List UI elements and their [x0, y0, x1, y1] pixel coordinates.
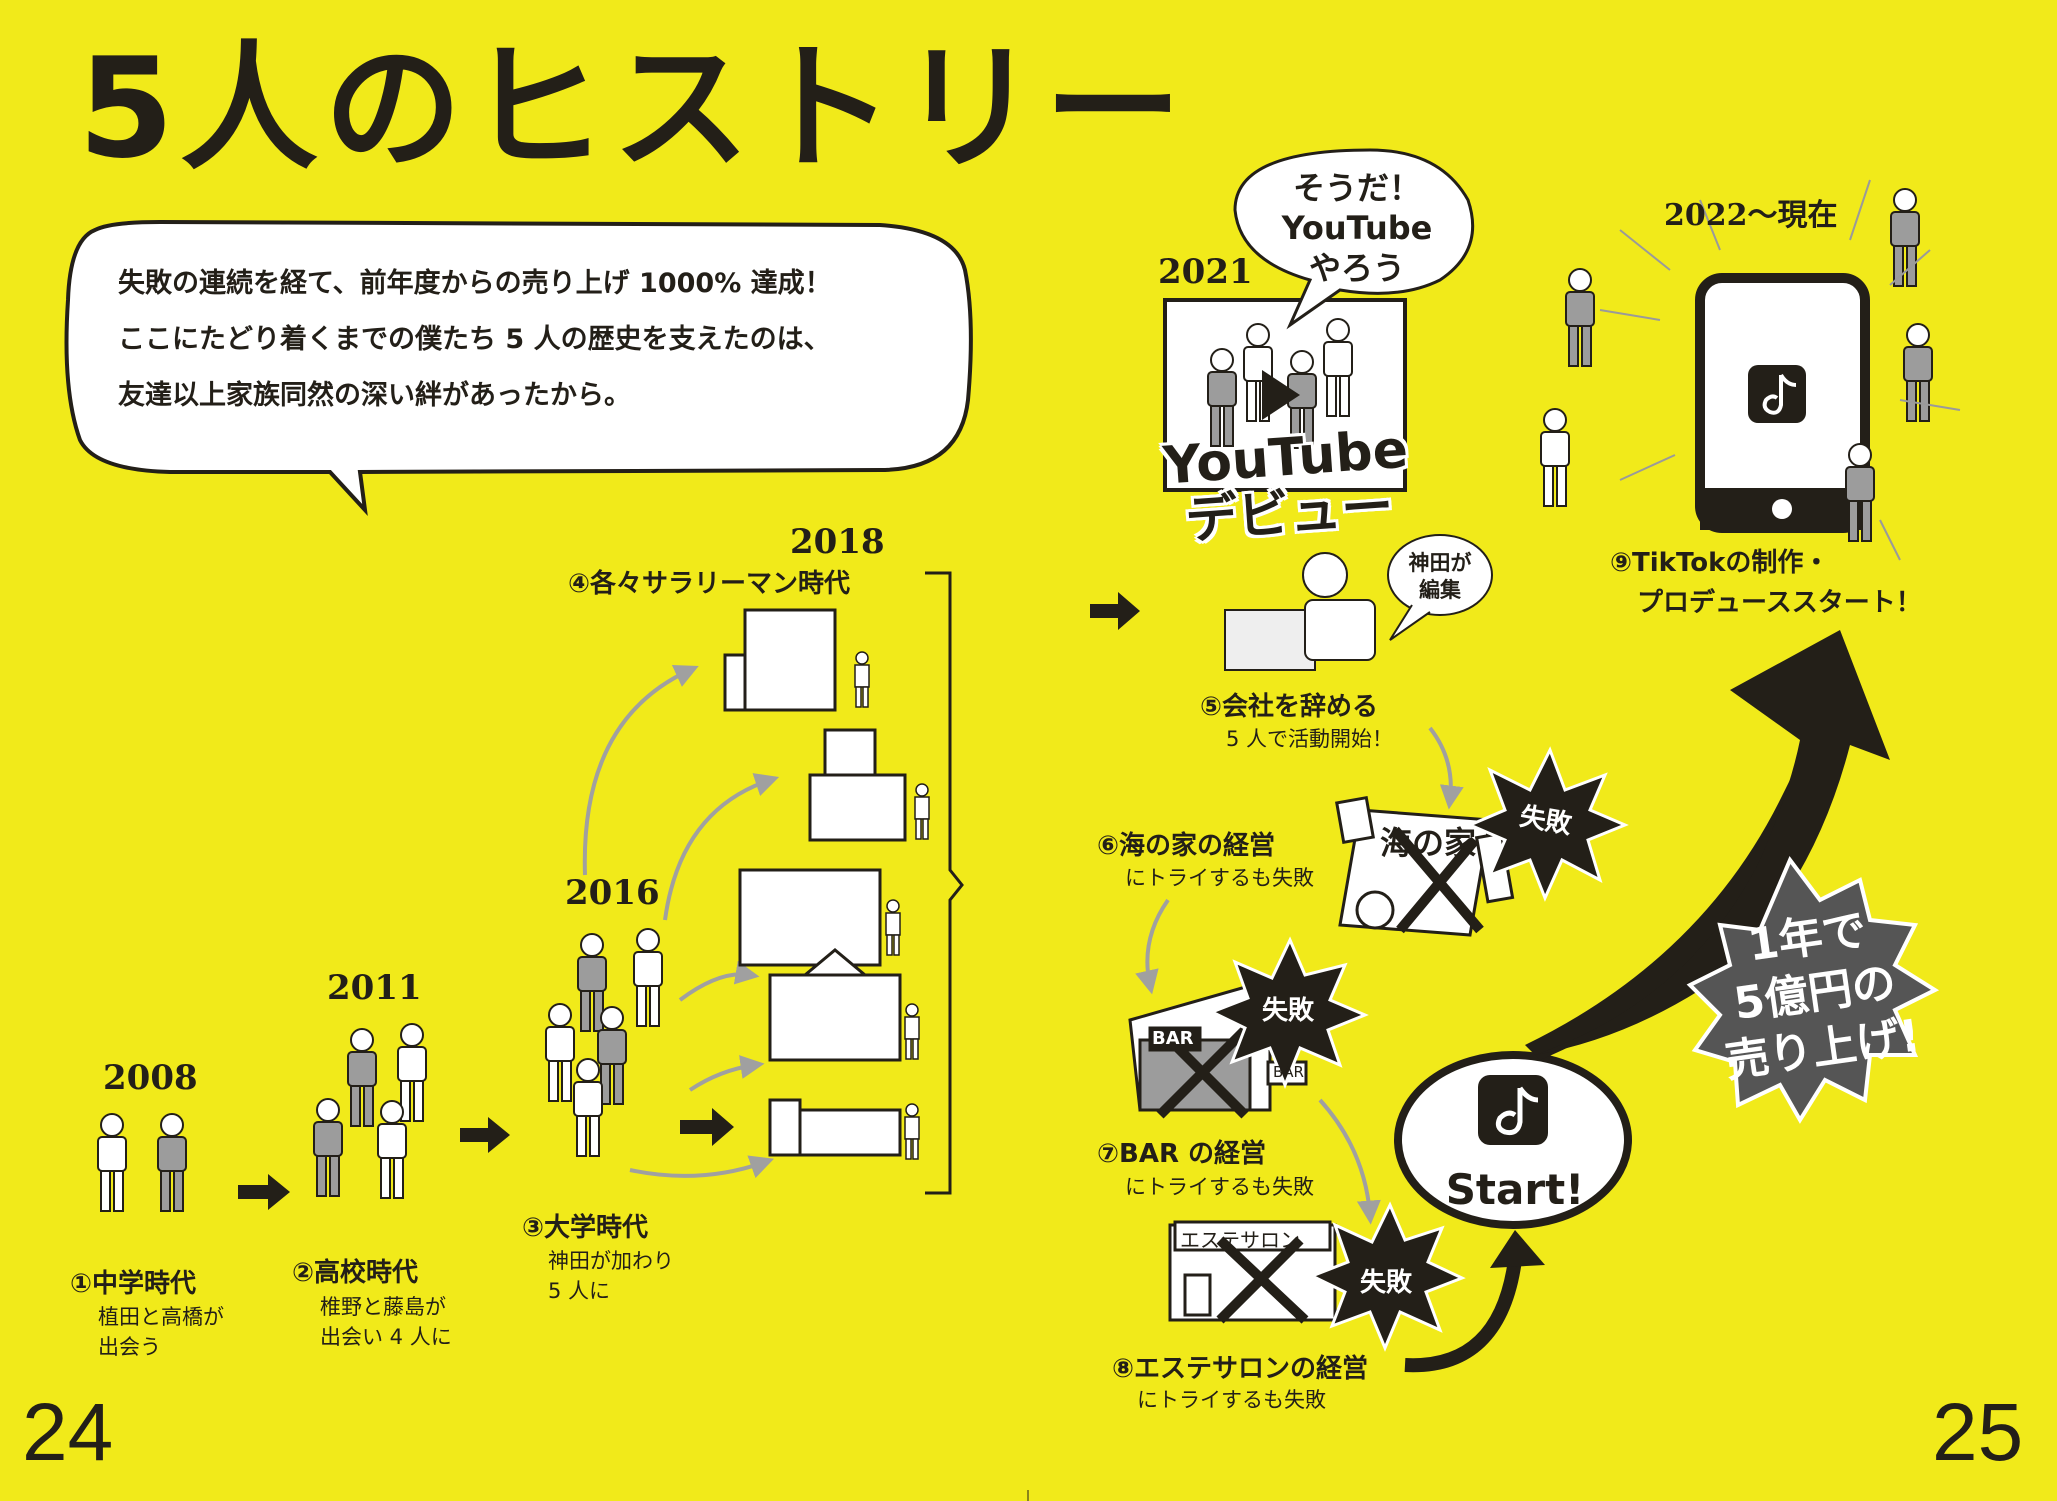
start-label: Start!	[1445, 1165, 1585, 1214]
arrow-1	[238, 1174, 290, 1210]
bar-small-sign: BAR	[1273, 1063, 1304, 1081]
stage5-note1: 5 人で活動開始！	[1226, 727, 1394, 751]
tiktok-rays	[1599, 179, 1961, 561]
intro-bubble	[64, 219, 973, 516]
stage8-label: ⑧エステサロンの経営	[1112, 1354, 1369, 1384]
arrow-2	[482, 1117, 510, 1153]
bar-sign: BAR	[1152, 1028, 1194, 1049]
gray-arrows	[582, 665, 780, 1179]
sales-burst	[1686, 856, 1940, 1124]
stage3-label: ③大学時代	[522, 1213, 649, 1243]
kanda-line-2: 編集	[1419, 578, 1461, 602]
stage3-note2: 5 人に	[548, 1279, 611, 1303]
play-icon	[1262, 370, 1300, 420]
stage2-note2: 出会い 4 人に	[320, 1325, 452, 1349]
kanda-edit-bubble-text: 神田が 編集	[1400, 550, 1480, 604]
stage9-label-2: プロデューススタート！	[1637, 588, 1922, 618]
intro-line-2: ここにたどり着くまでの僕たち 5 人の歴史を支えたのは、	[118, 324, 831, 355]
sales-burst-text: 1年で 5億円の 売り上げ!	[1699, 896, 1930, 1092]
stage6-note1: にトライするも失敗	[1125, 866, 1314, 890]
phone-tiktok-logo	[1748, 365, 1806, 423]
stage2-label: ②高校時代	[292, 1258, 419, 1288]
x-mark-1	[1391, 826, 1484, 934]
stage9-label-1: ⑨TikTokの制作・	[1610, 548, 1830, 578]
stage3-people	[545, 928, 663, 1157]
year-2021: 2021	[1158, 252, 1253, 292]
stage2-note1: 椎野と藤島が	[320, 1295, 446, 1319]
stage5-label: ⑤会社を辞める	[1200, 692, 1379, 722]
x-mark-3	[1216, 1236, 1309, 1324]
youtube-speech-bubble	[1233, 148, 1475, 330]
bracket	[925, 571, 964, 1195]
kanda-line-1: 神田が	[1408, 551, 1472, 575]
fail-label-3: 失敗	[1360, 1268, 1413, 1298]
youtube-debut-caption: YouTube デビュー	[1156, 420, 1418, 552]
stage1-note1: 植田と高橋が	[98, 1305, 224, 1329]
fail-bursts	[1208, 746, 1629, 1352]
stage1-note2: 出会う	[98, 1335, 161, 1359]
intro-text: 失敗の連続を経て、前年度からの売り上げ 1000% 達成！ ここにたどり着くまで…	[118, 256, 832, 424]
stage1-people	[97, 1113, 187, 1212]
year-2016: 2016	[565, 873, 660, 913]
year-2018: 2018	[790, 522, 885, 562]
stage6-label: ⑥海の家の経営	[1097, 831, 1276, 861]
arrow-3	[680, 1108, 734, 1146]
fail-label-2: 失敗	[1262, 996, 1315, 1026]
page-number-right: 25	[1932, 1387, 2024, 1478]
intro-line-1: 失敗の連続を経て、前年度からの売り上げ 1000% 達成！	[118, 268, 832, 299]
start-tiktok-logo	[1478, 1075, 1548, 1145]
start-tiktok-text: TikTok	[1493, 1147, 1533, 1160]
stage4-label: ④各々サラリーマン時代	[568, 569, 851, 599]
speech-line-1: そうだ！	[1292, 169, 1421, 207]
stage1-label: ①中学時代	[70, 1269, 197, 1299]
phone-tiktok-text: TikTok	[1757, 428, 1797, 441]
stage7-label: ⑦BAR の経営	[1097, 1139, 1267, 1169]
youtube-speech: そうだ！ YouTube やろう	[1262, 168, 1452, 288]
year-2008: 2008	[103, 1058, 198, 1098]
year-2011: 2011	[327, 968, 422, 1008]
stage8-note1: にトライするも失敗	[1137, 1388, 1326, 1412]
umi-sign: 海の家	[1380, 824, 1477, 862]
x-mark-2	[1156, 1026, 1249, 1119]
failure-gray-arrows	[1135, 726, 1464, 1225]
kanda-editing	[1224, 552, 1376, 671]
intro-line-3: 友達以上家族同然の深い絆があったから。	[118, 380, 631, 411]
buildings	[723, 608, 907, 1157]
stage7-note1: にトライするも失敗	[1125, 1175, 1314, 1199]
speech-line-2: YouTube	[1281, 209, 1433, 247]
year-2022-now: 2022～現在	[1664, 198, 1838, 233]
arrow-4	[1090, 592, 1140, 630]
stage2-people	[313, 1023, 427, 1199]
page-title: 5人のヒストリー	[78, 28, 1189, 189]
este-sign: エステサロン	[1180, 1228, 1300, 1252]
stage3-note1: 神田が加わり	[548, 1249, 674, 1273]
arrow-to-start	[1404, 1259, 1522, 1373]
speech-line-3: やろう	[1308, 249, 1405, 287]
kanda-bubble	[1387, 534, 1493, 616]
page-number-left: 24	[22, 1387, 114, 1478]
